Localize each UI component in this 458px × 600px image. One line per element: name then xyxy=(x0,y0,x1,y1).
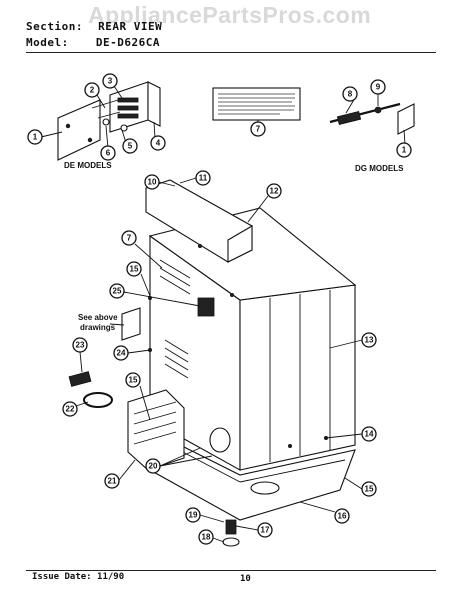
callout-25: 25 xyxy=(109,283,125,299)
svg-text:12: 12 xyxy=(270,187,279,196)
see-above-line1: See above xyxy=(78,313,118,322)
model-value: DE-D626CA xyxy=(95,36,160,49)
svg-text:11: 11 xyxy=(199,174,208,183)
de-models-inset xyxy=(40,81,161,161)
de-models-label: DE MODELS xyxy=(64,161,112,170)
model-header: Model: DE-D626CA xyxy=(26,36,160,49)
svg-text:21: 21 xyxy=(108,477,117,486)
section-header: Section: REAR VIEW xyxy=(26,20,162,33)
svg-text:10: 10 xyxy=(148,178,157,187)
callout-3: 3 xyxy=(102,73,118,89)
callout-15c: 15 xyxy=(361,481,377,497)
callout-23: 23 xyxy=(72,337,88,353)
callout-13: 13 xyxy=(361,332,377,348)
callout-15b: 15 xyxy=(125,372,141,388)
svg-text:18: 18 xyxy=(202,533,211,542)
callout-11: 11 xyxy=(195,170,211,186)
blower-duct xyxy=(127,389,185,471)
callout-24: 24 xyxy=(113,345,129,361)
svg-text:15: 15 xyxy=(365,485,374,494)
svg-text:7: 7 xyxy=(256,125,261,134)
footer-rule xyxy=(26,570,436,571)
header-rule xyxy=(26,52,436,53)
callout-16: 16 xyxy=(334,508,350,524)
see-above-line2: drawings xyxy=(80,323,116,332)
callout-7b: 7 xyxy=(121,230,137,246)
svg-text:16: 16 xyxy=(338,512,347,521)
callout-22: 22 xyxy=(62,401,78,417)
callout-20: 20 xyxy=(145,458,161,474)
svg-text:14: 14 xyxy=(365,430,374,439)
callout-17: 17 xyxy=(257,522,273,538)
dg-models-label: DG MODELS xyxy=(355,164,404,173)
callout-8: 8 xyxy=(342,86,358,102)
page-number: 10 xyxy=(240,574,251,584)
svg-text:13: 13 xyxy=(365,336,374,345)
callout-6: 6 xyxy=(100,145,116,161)
svg-text:24: 24 xyxy=(117,349,126,358)
callout-12: 12 xyxy=(266,183,282,199)
callout-5: 5 xyxy=(122,138,138,154)
callout-2: 2 xyxy=(84,82,100,98)
terminal-bracket xyxy=(121,307,141,341)
callout-21: 21 xyxy=(104,473,120,489)
svg-text:8: 8 xyxy=(348,90,353,99)
warning-label-inset xyxy=(212,87,301,122)
callout-18: 18 xyxy=(198,529,214,545)
svg-text:6: 6 xyxy=(106,149,111,158)
section-label: Section: xyxy=(26,20,83,33)
svg-text:9: 9 xyxy=(376,83,381,92)
section-value: REAR VIEW xyxy=(98,20,163,33)
svg-text:20: 20 xyxy=(149,462,158,471)
svg-text:23: 23 xyxy=(76,341,85,350)
svg-text:25: 25 xyxy=(113,287,122,296)
svg-text:15: 15 xyxy=(129,376,138,385)
leader-lines xyxy=(75,177,363,543)
svg-text:1: 1 xyxy=(402,146,407,155)
svg-text:17: 17 xyxy=(261,526,270,535)
callout-7a: 7 xyxy=(250,121,266,137)
watermark: AppliancePartsPros.com xyxy=(88,2,372,28)
callout-4: 4 xyxy=(150,135,166,151)
svg-text:1: 1 xyxy=(33,133,38,142)
svg-text:4: 4 xyxy=(156,139,161,148)
svg-text:7: 7 xyxy=(127,234,132,243)
svg-text:2: 2 xyxy=(90,86,95,95)
callout-1b: 1 xyxy=(396,142,412,158)
svg-text:3: 3 xyxy=(108,77,113,86)
svg-text:22: 22 xyxy=(66,405,75,414)
dg-models-inset xyxy=(329,93,415,145)
callout-15a: 15 xyxy=(126,261,142,277)
leveling-feet xyxy=(222,519,240,547)
callout-1a: 1 xyxy=(27,129,43,145)
model-label: Model: xyxy=(26,36,69,49)
power-cord xyxy=(68,371,113,408)
svg-text:15: 15 xyxy=(130,265,139,274)
callout-14: 14 xyxy=(361,426,377,442)
callout-19: 19 xyxy=(185,507,201,523)
dryer-cabinet xyxy=(145,179,357,471)
callout-10: 10 xyxy=(144,174,160,190)
svg-text:5: 5 xyxy=(128,142,133,151)
callout-9: 9 xyxy=(370,79,386,95)
issue-date: Issue Date: 11/90 xyxy=(32,572,125,582)
svg-text:19: 19 xyxy=(189,511,198,520)
